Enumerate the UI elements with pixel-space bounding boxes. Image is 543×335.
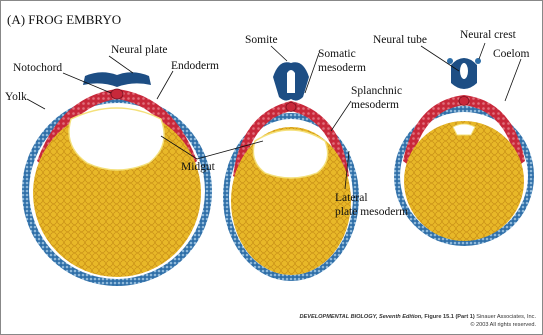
embryo3-neural-crest-right xyxy=(475,58,481,64)
label-endoderm: Endoderm xyxy=(171,60,219,72)
label-lateral-line2: plate mesoderm xyxy=(335,206,408,218)
embryo-neural-tube-stage xyxy=(394,58,534,246)
label-splanchnic-line1: Splanchnic xyxy=(351,85,402,97)
figure-credit-line2: © 2003 All rights reserved. xyxy=(106,322,536,328)
embryo3-yolk xyxy=(404,121,524,241)
embryo3-notochord xyxy=(459,97,469,106)
embryo3-neural-crest-left xyxy=(447,58,453,64)
label-somatic-line1: Somatic xyxy=(318,48,356,60)
embryo1-notochord xyxy=(111,89,123,99)
figure-title: (A) FROG EMBRYO xyxy=(7,12,121,27)
label-notochord: Notochord xyxy=(13,62,62,74)
embryo3-gut xyxy=(453,124,475,135)
label-lateral-line1: Lateral xyxy=(335,192,368,204)
label-somite: Somite xyxy=(245,34,278,46)
credit-figure: Figure 15.1 (Part 1) xyxy=(424,314,474,320)
label-coelom: Coelom xyxy=(493,48,529,60)
label-neural-plate: Neural plate xyxy=(111,44,168,56)
embryo-neural-fold-stage xyxy=(223,62,359,281)
label-somatic-line2: mesoderm xyxy=(318,62,366,74)
credit-rights: © 2003 All rights reserved. xyxy=(470,322,536,328)
credit-book: DEVELOPMENTAL BIOLOGY, Seventh Edition, xyxy=(300,314,423,320)
embryo2-notochord xyxy=(286,103,296,112)
label-splanchnic-line2: mesoderm xyxy=(351,99,399,111)
embryo-neural-plate-stage xyxy=(22,72,212,286)
label-neural-tube: Neural tube xyxy=(373,34,427,46)
label-yolk: Yolk xyxy=(5,91,27,103)
label-neural-crest: Neural crest xyxy=(460,29,517,41)
figure-credit-line1: DEVELOPMENTAL BIOLOGY, Seventh Edition, … xyxy=(106,314,536,320)
label-midgut: Midgut xyxy=(181,161,216,173)
credit-publisher: Sinauer Associates, Inc. xyxy=(476,314,536,320)
embryo2-archenteron xyxy=(253,130,327,178)
embryo1-archenteron xyxy=(69,108,164,170)
embryo1-neural-plate xyxy=(83,72,151,87)
